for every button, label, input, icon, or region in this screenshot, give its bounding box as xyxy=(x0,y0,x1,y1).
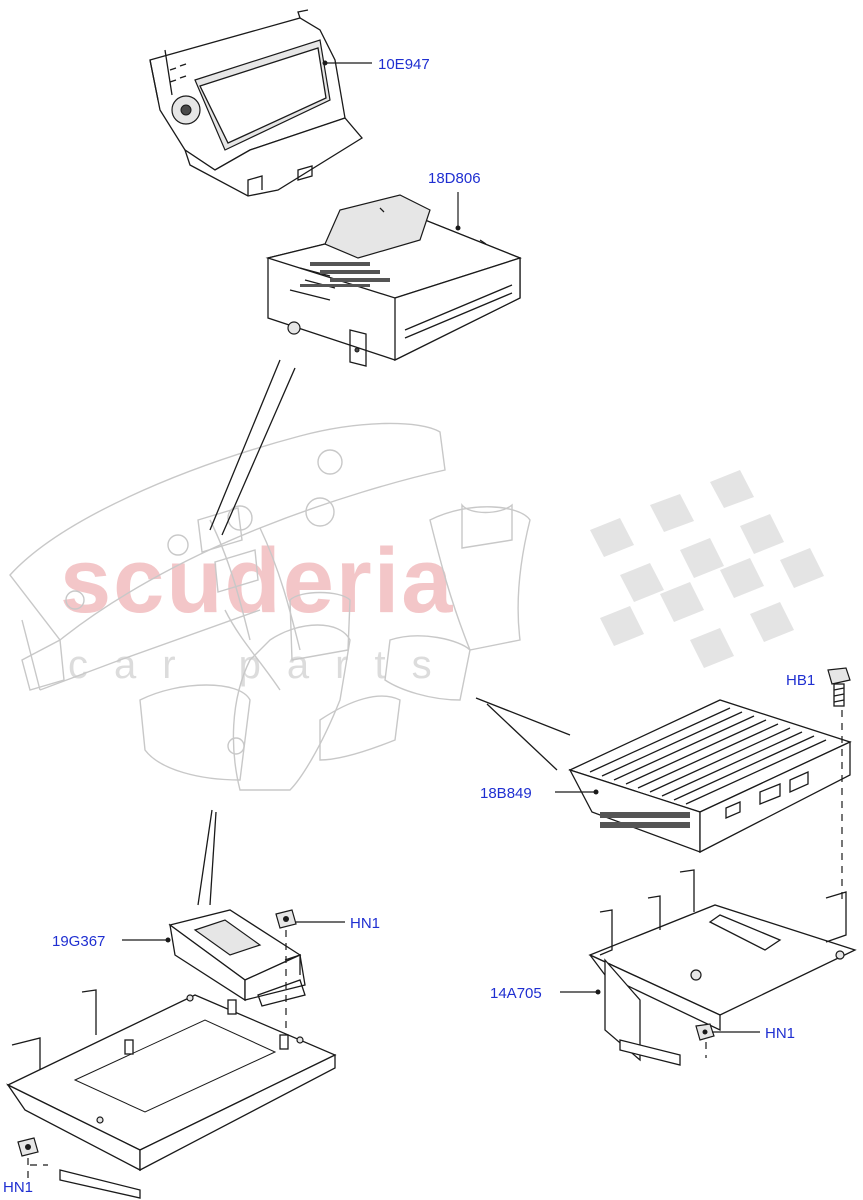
leader-dot xyxy=(322,60,328,66)
amplifier-unit xyxy=(568,699,852,854)
leader-dot xyxy=(455,225,461,231)
vehicle-interior-outline xyxy=(9,422,531,791)
part-label-bolt[interactable]: HB1 xyxy=(786,672,815,689)
dashed-fixing-line xyxy=(27,1158,48,1178)
lower-mounting-tray xyxy=(6,989,337,1199)
part-label-nut-module[interactable]: HN1 xyxy=(350,915,380,932)
part-label-nut-lower[interactable]: HN1 xyxy=(3,1179,33,1196)
nut-right xyxy=(695,1023,715,1041)
nut-lower xyxy=(17,1137,39,1157)
watermark-sub: car parts xyxy=(68,643,458,687)
pointer-line xyxy=(209,359,281,531)
amplifier-bracket xyxy=(588,869,857,1066)
module-unit xyxy=(168,909,306,1007)
nut-module xyxy=(275,909,297,929)
part-label-nut-bracket[interactable]: HN1 xyxy=(765,1025,795,1042)
pointer-line xyxy=(221,367,296,536)
pointer-line xyxy=(197,809,213,906)
pointer-line xyxy=(209,811,217,906)
part-label-display-unit[interactable]: 10E947 xyxy=(378,56,430,73)
watermark-main: scuderia xyxy=(60,530,454,632)
bolt xyxy=(827,667,851,707)
leader-dot xyxy=(165,937,171,943)
pointer-line xyxy=(486,703,558,771)
part-label-radio-unit[interactable]: 18D806 xyxy=(428,170,481,187)
part-label-amplifier[interactable]: 18B849 xyxy=(480,785,532,802)
leader-dot xyxy=(593,789,599,795)
leader-dot xyxy=(595,989,601,995)
watermark: scuderia car parts xyxy=(60,470,824,687)
checkered-flag-icon xyxy=(590,470,824,668)
part-label-bracket[interactable]: 14A705 xyxy=(490,985,542,1002)
radio-unit xyxy=(265,194,522,367)
part-label-module[interactable]: 19G367 xyxy=(52,933,105,950)
display-unit xyxy=(149,9,363,197)
pointer-line xyxy=(475,697,571,736)
